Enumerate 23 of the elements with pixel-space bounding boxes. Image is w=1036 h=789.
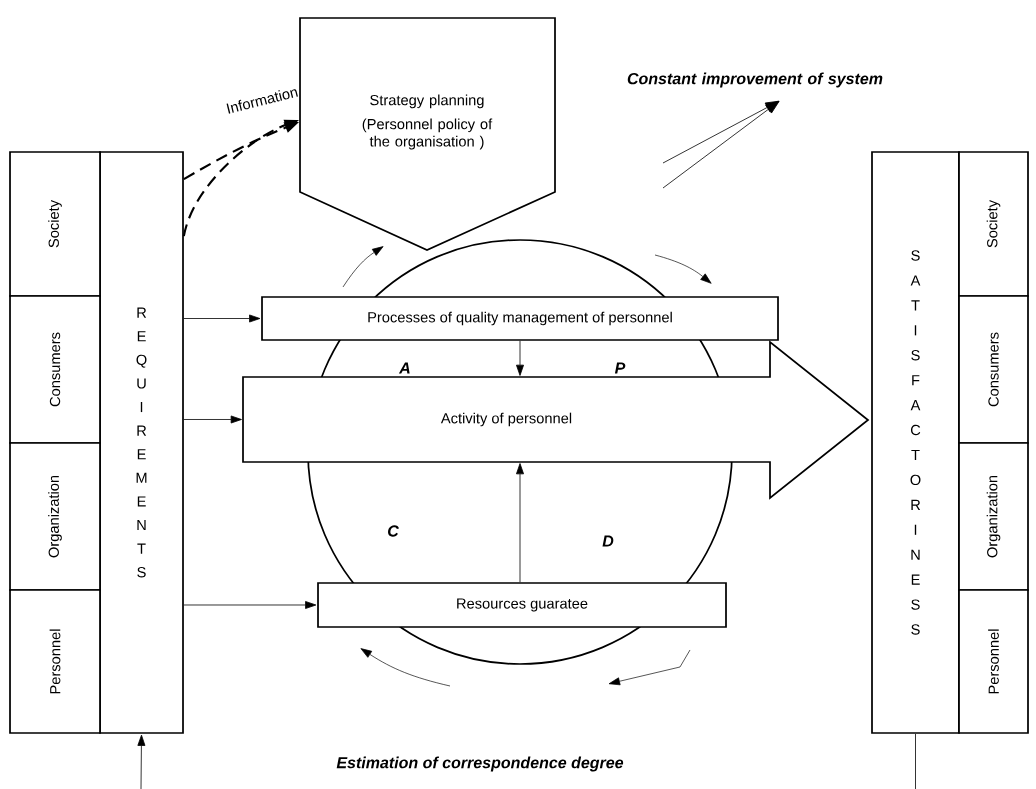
process-box: Processes of quality management of personnel bbox=[261, 296, 779, 341]
arrow bbox=[137, 734, 146, 789]
quadrant-letter: C bbox=[388, 525, 399, 537]
note-text: Estimation of correspondence degree bbox=[336, 756, 624, 772]
category-cell: Organization bbox=[958, 442, 1029, 591]
heading-text: Constant improvement of system bbox=[627, 72, 883, 88]
category-cell: Society bbox=[9, 151, 101, 297]
quadrant-letter: A bbox=[398, 362, 410, 374]
arrow bbox=[516, 463, 524, 583]
arrow bbox=[183, 415, 242, 424]
category-cell: Organization bbox=[9, 442, 101, 591]
quadrant-letter: P bbox=[614, 362, 626, 374]
arrow bbox=[183, 314, 261, 323]
quadrant-letter: D bbox=[602, 535, 614, 547]
arrow bbox=[183, 601, 317, 609]
arrow bbox=[662, 100, 780, 189]
category-cell: Consumers bbox=[958, 295, 1029, 444]
category-cell: Consumers bbox=[9, 295, 101, 444]
category-cell: Personnel bbox=[958, 589, 1029, 734]
arrow bbox=[516, 340, 524, 376]
category-cell: Personnel bbox=[9, 589, 101, 734]
process-box: Resources guaratee bbox=[317, 582, 727, 628]
category-cell: Society bbox=[958, 151, 1029, 297]
